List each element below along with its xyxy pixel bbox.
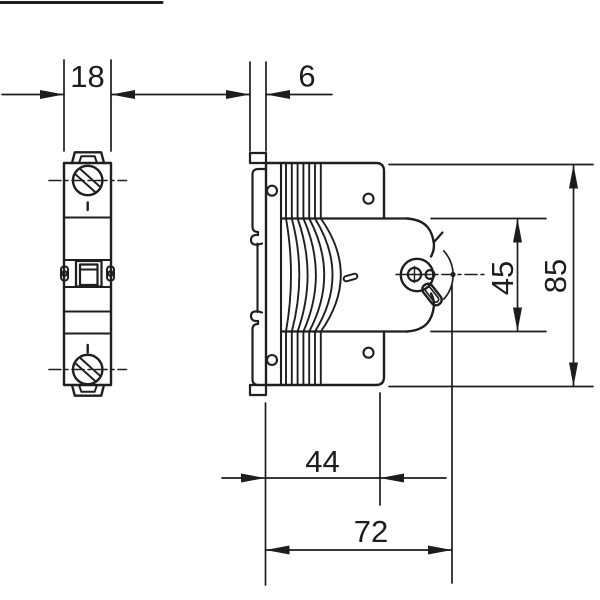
dim-front-height: 45 xyxy=(430,217,547,333)
arrowhead xyxy=(428,545,452,555)
bottom-clip-tab-notch xyxy=(78,384,98,393)
side-view xyxy=(248,151,488,397)
indicator-slot xyxy=(342,272,359,283)
housing-section-lines xyxy=(62,216,113,335)
screw-slot xyxy=(75,357,101,382)
top-clip-tab xyxy=(70,151,106,165)
side-ears xyxy=(60,265,115,282)
dim-body-depth: 44 xyxy=(221,392,447,506)
dim-total-depth: 72 xyxy=(264,284,453,586)
arrowhead xyxy=(569,362,578,387)
upper-clip-flange xyxy=(249,167,268,246)
arrowhead xyxy=(569,164,578,189)
mounting-holes xyxy=(265,184,375,367)
dim-label-rail-tab-depth: 6 xyxy=(298,59,315,94)
arrowhead xyxy=(266,90,290,99)
toggle-switch xyxy=(74,259,103,288)
arrowhead xyxy=(265,545,290,555)
dim-label-front-height: 45 xyxy=(485,261,520,295)
arrowhead xyxy=(380,473,404,483)
housing-top-outline xyxy=(264,161,386,220)
top-screw-terminal xyxy=(48,164,128,212)
bottom-screw-terminal xyxy=(48,343,128,386)
toggle-area xyxy=(395,217,488,333)
housing-bottom-outline xyxy=(264,330,386,387)
dim-label-total-depth: 72 xyxy=(354,514,388,549)
on-position-mark xyxy=(433,231,444,243)
curved-fins xyxy=(285,217,342,333)
ribs-bottom xyxy=(285,331,322,385)
dim-module-width: 18 xyxy=(1,59,251,152)
arrowhead xyxy=(40,90,64,99)
toggle-lever xyxy=(421,282,443,307)
upper-wing xyxy=(405,217,436,258)
dim-rail-tab-depth: 6 xyxy=(226,59,333,152)
bottom-clip-tab xyxy=(70,383,106,397)
arrowhead xyxy=(241,473,265,483)
lower-clip-flange xyxy=(249,310,268,387)
din-rail-clip xyxy=(248,151,268,397)
bottom-rail-tab xyxy=(248,383,268,397)
screw-slot xyxy=(75,168,101,193)
arrowhead xyxy=(513,307,522,332)
arrowhead xyxy=(226,90,250,99)
top-clip-tab-notch xyxy=(78,155,98,164)
arc-crossing-dot xyxy=(450,271,456,278)
front-view xyxy=(48,151,128,397)
ribs-top xyxy=(285,163,322,219)
arrowhead xyxy=(513,218,522,243)
top-rail-tab xyxy=(248,151,268,165)
dim-total-height: 85 xyxy=(388,163,594,388)
arrowhead xyxy=(111,90,135,99)
dim-label-module-width: 18 xyxy=(70,59,104,94)
dim-label-body-depth: 44 xyxy=(305,444,339,479)
dim-label-total-height: 85 xyxy=(538,259,573,293)
